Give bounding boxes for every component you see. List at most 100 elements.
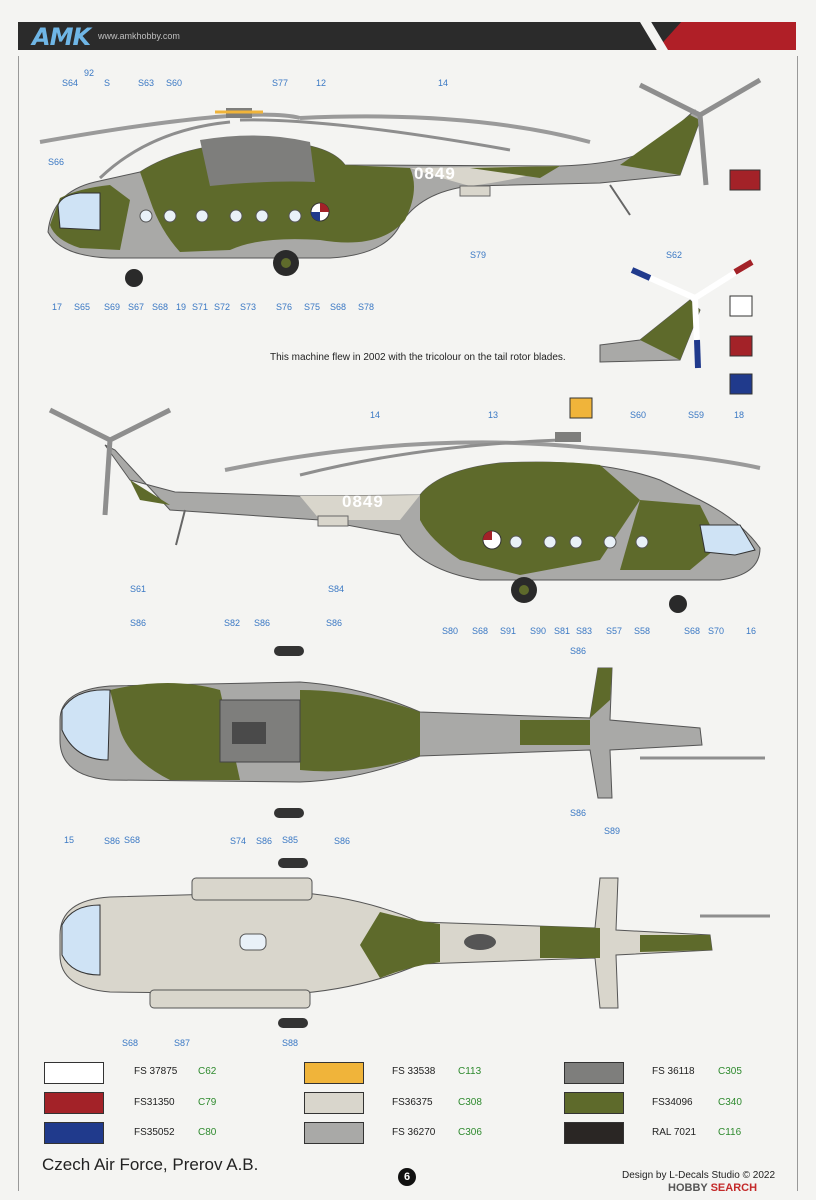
callout: S68	[684, 626, 701, 636]
callout: 18	[734, 410, 745, 420]
callout: S60	[166, 78, 183, 88]
callout: S64	[62, 78, 79, 88]
swatch-0	[44, 1062, 104, 1084]
legend-code: C305	[718, 1066, 742, 1077]
callout: S63	[138, 78, 155, 88]
callout: 14	[438, 78, 449, 88]
swatch-2	[44, 1122, 104, 1144]
callout: S85	[282, 835, 299, 845]
callout: S84	[328, 584, 345, 594]
swatch-4	[304, 1092, 364, 1114]
callout: S58	[634, 626, 651, 636]
design-credit: Design by L-Decals Studio © 2022	[622, 1170, 776, 1181]
callout: S80	[442, 626, 459, 636]
serial-number-left: 0849	[342, 492, 384, 511]
callout: 92	[84, 68, 95, 78]
top-view	[59, 646, 765, 818]
swatch-8	[564, 1122, 624, 1144]
legend-fs: FS35052	[134, 1127, 175, 1138]
legend-fs: FS 33538	[392, 1066, 436, 1077]
callout: S76	[276, 302, 293, 312]
callout: S68	[124, 835, 141, 845]
callout: S68	[330, 302, 347, 312]
search-text: SEARCH	[710, 1182, 758, 1194]
callout: S57	[606, 626, 623, 636]
legend-code: C340	[718, 1097, 742, 1108]
header-red-accent	[656, 22, 796, 50]
legend-code: C80	[198, 1127, 217, 1138]
callout: S81	[554, 626, 571, 636]
callout: S86	[570, 808, 587, 818]
legend-code: C62	[198, 1066, 217, 1077]
callout: 14	[370, 410, 381, 420]
legend-code: C79	[198, 1097, 217, 1108]
callout: S86	[254, 618, 271, 628]
side-view-left	[48, 397, 761, 613]
swatch-7	[564, 1092, 624, 1114]
callout: S61	[130, 584, 147, 594]
swatch-6	[564, 1062, 624, 1084]
callout: S88	[282, 1038, 299, 1048]
bottom-view	[59, 858, 770, 1028]
legend-fs: FS36375	[392, 1097, 433, 1108]
legend-code: C308	[458, 1097, 482, 1108]
callout: 19	[176, 302, 187, 312]
callout: S78	[358, 302, 375, 312]
legend-fs: FS 37875	[134, 1066, 178, 1077]
callout: S71	[192, 302, 209, 312]
callout: S86	[104, 836, 121, 846]
callout: S79	[470, 250, 487, 260]
legend-fs: FS 36270	[392, 1127, 436, 1138]
callout: S86	[334, 836, 351, 846]
legend-fs: FS34096	[652, 1097, 693, 1108]
callout: 17	[52, 302, 63, 312]
callout: S86	[570, 646, 587, 656]
callout: S	[104, 78, 111, 88]
callout: S68	[472, 626, 489, 636]
tail-rotor-detail	[599, 259, 754, 395]
callout: 12	[316, 78, 327, 88]
callout: S86	[326, 618, 343, 628]
callout: S77	[272, 78, 289, 88]
callout: S86	[130, 618, 147, 628]
callout: S87	[174, 1038, 191, 1048]
callout: S89	[604, 826, 621, 836]
swatch-1	[44, 1092, 104, 1114]
side-view-right	[39, 77, 762, 287]
tricolour-note: This machine flew in 2002 with the trico…	[270, 352, 566, 363]
callout: S66	[48, 157, 65, 167]
callout: S72	[214, 302, 231, 312]
page-header: AMK www.amkhobby.com	[18, 22, 796, 51]
legend-code: C306	[458, 1127, 482, 1138]
swatch-3	[304, 1062, 364, 1084]
callout: S83	[576, 626, 593, 636]
callout: S68	[152, 302, 169, 312]
callout: S60	[630, 410, 647, 420]
callout: S86	[256, 836, 273, 846]
callout: S62	[666, 250, 683, 260]
callout: S82	[224, 618, 241, 628]
amk-logo: AMK	[32, 23, 91, 51]
callout: 13	[488, 410, 499, 420]
callout: S75	[304, 302, 321, 312]
swatch-5	[304, 1122, 364, 1144]
legend-code: C113	[458, 1066, 482, 1077]
scheme-caption: Czech Air Force, Prerov A.B.	[42, 1155, 259, 1174]
page-number: 6	[398, 1168, 416, 1186]
header-url[interactable]: www.amkhobby.com	[98, 31, 180, 41]
callout: S74	[230, 836, 247, 846]
legend-fs: FS 36118	[652, 1066, 695, 1077]
serial-number-right: 0849	[414, 164, 456, 183]
callout: S69	[104, 302, 121, 312]
callout: S65	[74, 302, 91, 312]
callout: S90	[530, 626, 547, 636]
callout: S67	[128, 302, 145, 312]
callout: S68	[122, 1038, 139, 1048]
callout: S73	[240, 302, 257, 312]
hobby-text: HOBBY	[668, 1182, 708, 1194]
callout: S59	[688, 410, 705, 420]
hobby-search-watermark: HOBBY SEARCH	[668, 1182, 757, 1194]
callout: S91	[500, 626, 517, 636]
callout: 15	[64, 835, 75, 845]
